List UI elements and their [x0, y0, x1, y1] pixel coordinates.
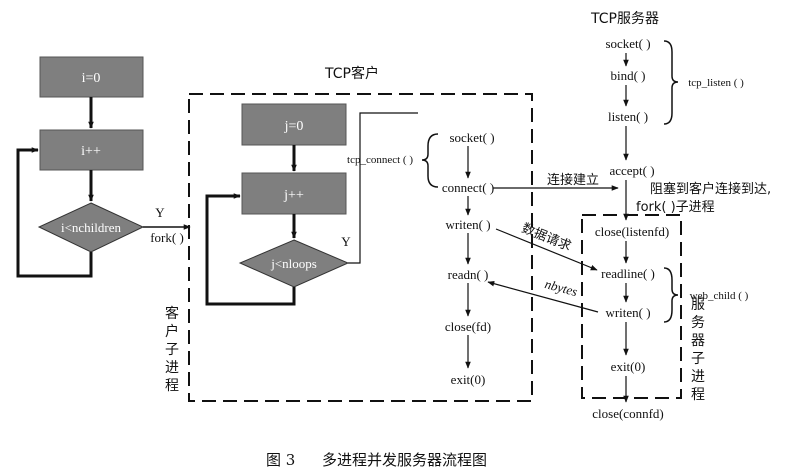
- client-readn-label: readn( ): [448, 267, 489, 282]
- client-side-label-3: 进: [165, 360, 179, 376]
- client-incr-box: [241, 172, 347, 215]
- server-note-line1: 阻塞到客户连接到达,: [650, 181, 771, 197]
- parent-yes-label: Y: [155, 205, 165, 220]
- server-side-label-3: 子: [691, 351, 705, 367]
- server-note-line2: fork( )子进程: [636, 200, 715, 215]
- server-side-label-4: 进: [691, 369, 705, 385]
- client-side-label-0: 客: [165, 305, 179, 322]
- edge-nbytes-label: nbytes: [543, 276, 579, 299]
- client-side-label-4: 程: [165, 378, 179, 394]
- client-cond-label: j<nloops: [270, 256, 317, 271]
- server-side-label-1: 务: [691, 315, 705, 331]
- fork-label: fork( ): [150, 230, 184, 245]
- parent-init-box: [39, 56, 144, 98]
- cross-edges: 连接建立 数据请求 nbytes: [487, 172, 619, 313]
- edge-connection-label: 连接建立: [547, 172, 599, 188]
- server-process: TCP服务器 socket( ) bind( ) listen( ) tcp_l…: [581, 11, 771, 421]
- server-writen-label: writen( ): [605, 305, 650, 320]
- server-readline-label: readline( ): [601, 266, 655, 281]
- server-close-listen-label: close(listenfd): [595, 224, 669, 239]
- client-yes-label: Y: [341, 234, 351, 249]
- server-accept-label: accept( ): [609, 163, 654, 178]
- client-writen-label: writen( ): [445, 217, 490, 232]
- server-close-conn-label: close(connfd): [592, 406, 663, 421]
- server-webchild-brace: [663, 267, 679, 323]
- parent-loop-back: [16, 147, 93, 278]
- client-connect-brace: [421, 133, 439, 188]
- client-side-label-2: 子: [165, 342, 179, 358]
- server-web-child-label: web_child ( ): [690, 290, 749, 302]
- edge-data-request: [495, 228, 598, 271]
- client-title: TCP客户: [324, 65, 379, 82]
- client-tcp-connect-label: tcp_connect ( ): [347, 154, 413, 166]
- client-loop-back: [205, 193, 296, 306]
- client-connect-label: connect( ): [442, 180, 494, 195]
- server-exit-label: exit(0): [611, 359, 646, 374]
- figure-number: 图 3: [266, 451, 295, 469]
- edge-nbytes: [487, 280, 599, 313]
- client-incr-label: j++: [283, 188, 304, 203]
- server-listen-label: listen( ): [608, 109, 648, 124]
- server-tcp-listen-label: tcp_listen ( ): [688, 77, 744, 89]
- client-process: TCP客户 客 户 子 进 程 j=0 j++ j<nloops Y tcp_c…: [165, 65, 533, 402]
- parent-init-label: i=0: [82, 71, 101, 86]
- parent-incr-box: [39, 129, 144, 171]
- server-bind-label: bind( ): [610, 68, 645, 83]
- client-socket-label: socket( ): [449, 130, 494, 145]
- client-close-label: close(fd): [445, 319, 491, 334]
- server-socket-label: socket( ): [605, 36, 650, 51]
- client-exit-label: exit(0): [451, 372, 486, 387]
- parent-cond-label: i<nchildren: [61, 220, 122, 235]
- parent-loop: i=0 i++ i<nchildren Y fork( ): [16, 56, 191, 278]
- client-boundary: [188, 93, 533, 402]
- server-side-label-0: 服: [691, 297, 705, 313]
- server-listen-brace: [663, 40, 679, 125]
- figure-caption: 多进程并发服务器流程图: [322, 451, 487, 469]
- server-child-boundary: [581, 214, 682, 399]
- client-yes-to-connect: [348, 112, 418, 264]
- server-side-label-5: 程: [691, 387, 705, 403]
- client-side-label-1: 户: [165, 323, 179, 340]
- parent-incr-label: i++: [81, 144, 101, 159]
- server-side-label-2: 器: [691, 333, 705, 349]
- client-init-label: j=0: [284, 119, 304, 134]
- server-title: TCP服务器: [590, 11, 659, 27]
